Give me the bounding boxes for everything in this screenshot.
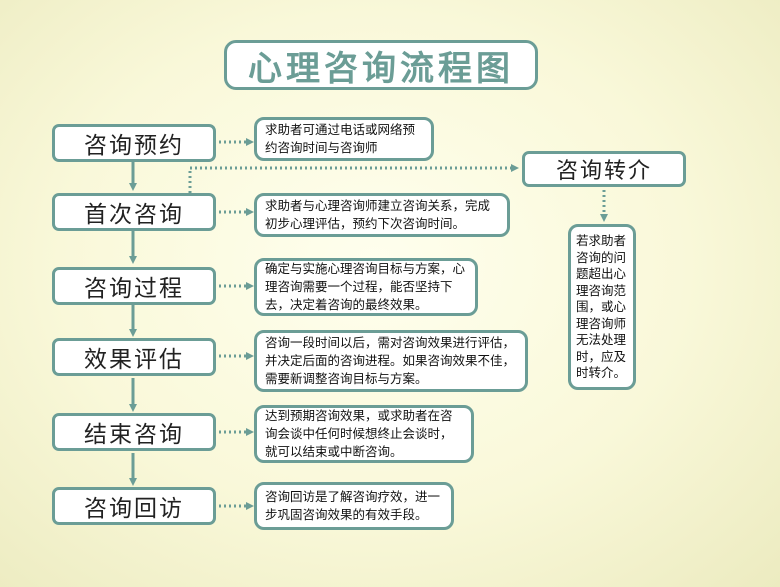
desc-text: 咨询回访是了解咨询疗效，进一步巩固咨询效果的有效手段。: [265, 489, 441, 522]
desc-text: 确定与实施心理咨询目标与方案，心理咨询需要一个过程，能否坚持下去，决定着咨询的最…: [265, 261, 466, 312]
step-first-consult: 首次咨询: [52, 193, 216, 231]
desc-first-consult: 求助者与心理咨询师建立咨询关系，完成初步心理评估，预约下次咨询时间。: [254, 193, 510, 237]
step-end-consult: 结束咨询: [52, 413, 216, 451]
desc-effect-evaluation: 咨询一段时间以后，需对咨询效果进行评估，并决定后面的咨询进程。如果咨询效果不佳，…: [254, 330, 528, 392]
desc-consult-process: 确定与实施心理咨询目标与方案，心理咨询需要一个过程，能否坚持下去，决定着咨询的最…: [254, 258, 478, 316]
desc-follow-up: 咨询回访是了解咨询疗效，进一步巩固咨询效果的有效手段。: [254, 482, 454, 530]
referral-desc: 若求助者咨询的问题超出心理咨询范围，或心理咨询师无法处理时，应及时转介。: [568, 224, 636, 390]
referral-title: 咨询转介: [522, 151, 686, 187]
step-consult-booking: 咨询预约: [52, 124, 216, 162]
step-consult-process: 咨询过程: [52, 267, 216, 305]
step-follow-up: 咨询回访: [52, 487, 216, 525]
desc-end-consult: 达到预期咨询效果，或求助者在咨询会谈中任何时候想终止会谈时，就可以结束或中断咨询…: [254, 405, 474, 463]
desc-text: 咨询一段时间以后，需对咨询效果进行评估，并决定后面的咨询进程。如果咨询效果不佳，…: [265, 335, 516, 386]
page-title: 心理咨询流程图: [224, 40, 538, 90]
desc-text: 求助者可通过电话或网络预约咨询时间与咨询师: [265, 122, 416, 155]
desc-text: 求助者与心理咨询师建立咨询关系，完成初步心理评估，预约下次咨询时间。: [265, 198, 491, 231]
desc-text: 达到预期咨询效果，或求助者在咨询会谈中任何时候想终止会谈时，就可以结束或中断咨询…: [265, 408, 453, 459]
step-effect-evaluation: 效果评估: [52, 338, 216, 376]
desc-consult-booking: 求助者可通过电话或网络预约咨询时间与咨询师: [254, 117, 434, 161]
dotted-referral-path: [188, 164, 519, 193]
